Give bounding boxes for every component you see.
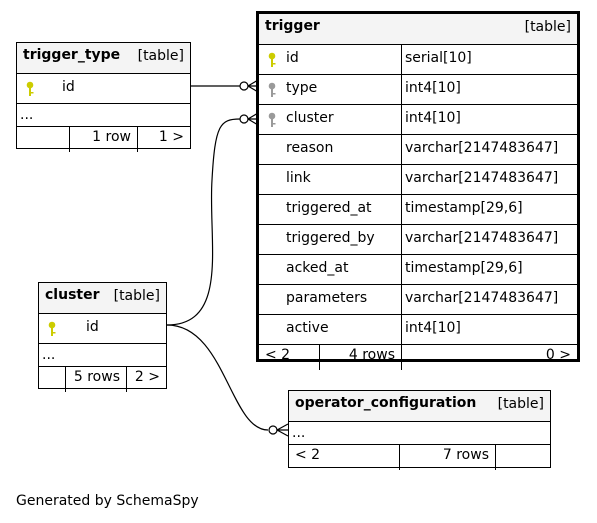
table-footer: 5 rows 2 >	[39, 367, 166, 392]
children-count[interactable]	[495, 445, 550, 470]
ellipsis-text: ...	[42, 347, 56, 363]
column-name: id	[62, 79, 75, 95]
table-kind: [table]	[524, 19, 571, 35]
column-row[interactable]: cluster int4[10]	[259, 105, 577, 135]
column-row[interactable]: id	[17, 74, 190, 104]
ellipsis-row: ...	[289, 422, 550, 445]
column-type: int4[10]	[401, 75, 577, 104]
column-row[interactable]: reason varchar[2147483647]	[259, 135, 577, 165]
table-kind: [table]	[497, 396, 544, 412]
column-name: triggered_at	[286, 200, 372, 216]
column-type: timestamp[29,6]	[401, 195, 577, 224]
foreign-key-icon	[267, 112, 277, 132]
parents-count[interactable]: < 2	[265, 347, 291, 363]
column-name: id	[286, 50, 299, 66]
column-row[interactable]: parameters varchar[2147483647]	[259, 285, 577, 315]
column-row[interactable]: link varchar[2147483647]	[259, 165, 577, 195]
column-name: parameters	[286, 290, 368, 306]
primary-key-icon	[47, 321, 57, 341]
parents-count[interactable]	[39, 367, 65, 392]
column-name: type	[286, 80, 318, 96]
row-count: 5 rows	[65, 367, 126, 392]
table-header: operator_configuration [table]	[289, 391, 550, 422]
table-name: trigger_type	[23, 47, 121, 63]
rel-cluster-to-operator-configuration[interactable]	[166, 324, 269, 431]
table-footer: < 2 7 rows	[289, 445, 550, 470]
table-kind: [table]	[137, 48, 184, 64]
children-count[interactable]: 1 >	[137, 127, 190, 152]
primary-key-icon	[25, 81, 35, 101]
rel-crowsfoot	[276, 423, 289, 437]
column-type: int4[10]	[401, 315, 577, 344]
table-name: trigger	[265, 18, 320, 34]
table-footer: < 2 4 rows 0 >	[259, 345, 577, 370]
table-cluster[interactable]: cluster [table] id ... 5 rows 2 >	[38, 282, 167, 392]
table-trigger-type[interactable]: trigger_type [table] id ... 1 row 1 >	[16, 42, 191, 152]
column-row[interactable]: triggered_by varchar[2147483647]	[259, 225, 577, 255]
column-name: link	[286, 170, 311, 186]
ellipsis-row: ...	[17, 104, 190, 127]
foreign-key-icon	[267, 82, 277, 102]
parents-count[interactable]: < 2	[295, 447, 321, 463]
ellipsis-text: ...	[20, 107, 34, 123]
column-row[interactable]: active int4[10]	[259, 315, 577, 345]
table-name: cluster	[45, 287, 100, 303]
table-kind: [table]	[113, 288, 160, 304]
column-row[interactable]: type int4[10]	[259, 75, 577, 105]
column-row[interactable]: acked_at timestamp[29,6]	[259, 255, 577, 285]
row-count: 1 row	[69, 127, 137, 152]
column-type: timestamp[29,6]	[401, 255, 577, 284]
children-count[interactable]: 2 >	[126, 367, 166, 392]
column-name: acked_at	[286, 260, 349, 276]
table-header: trigger_type [table]	[17, 43, 190, 74]
table-trigger[interactable]: trigger [table] id serial[10] type int4[10]…	[256, 11, 580, 370]
column-name: id	[86, 319, 99, 335]
column-row[interactable]: triggered_at timestamp[29,6]	[259, 195, 577, 225]
column-type: varchar[2147483647]	[401, 225, 577, 254]
rel-optional-marker	[268, 425, 278, 435]
table-operator-configuration[interactable]: operator_configuration [table] ... < 2 7…	[288, 390, 551, 470]
column-type: varchar[2147483647]	[401, 135, 577, 164]
parents-count[interactable]	[17, 127, 69, 152]
column-name: triggered_by	[286, 230, 375, 246]
children-count[interactable]: 0 >	[401, 345, 577, 370]
column-row[interactable]: id serial[10]	[259, 45, 577, 75]
row-count: 4 rows	[319, 345, 401, 370]
column-type: varchar[2147483647]	[401, 165, 577, 194]
ellipsis-row: ...	[39, 344, 166, 367]
rel-cluster-to-trigger[interactable]	[166, 118, 241, 326]
table-footer: 1 row 1 >	[17, 127, 190, 152]
column-row[interactable]: id	[39, 314, 166, 344]
column-name: active	[286, 320, 329, 336]
rel-optional-marker	[239, 81, 249, 91]
column-name: reason	[286, 140, 334, 156]
column-type: varchar[2147483647]	[401, 285, 577, 314]
column-name: cluster	[286, 110, 334, 126]
ellipsis-text: ...	[292, 425, 306, 441]
column-type: int4[10]	[401, 105, 577, 134]
column-type: serial[10]	[401, 45, 577, 74]
primary-key-icon	[267, 52, 277, 72]
rel-optional-marker	[239, 114, 249, 124]
row-count: 7 rows	[399, 445, 495, 470]
generated-by-text: Generated by SchemaSpy	[16, 493, 199, 509]
table-header: trigger [table]	[259, 14, 577, 45]
table-name: operator_configuration	[295, 395, 477, 411]
table-header: cluster [table]	[39, 283, 166, 314]
